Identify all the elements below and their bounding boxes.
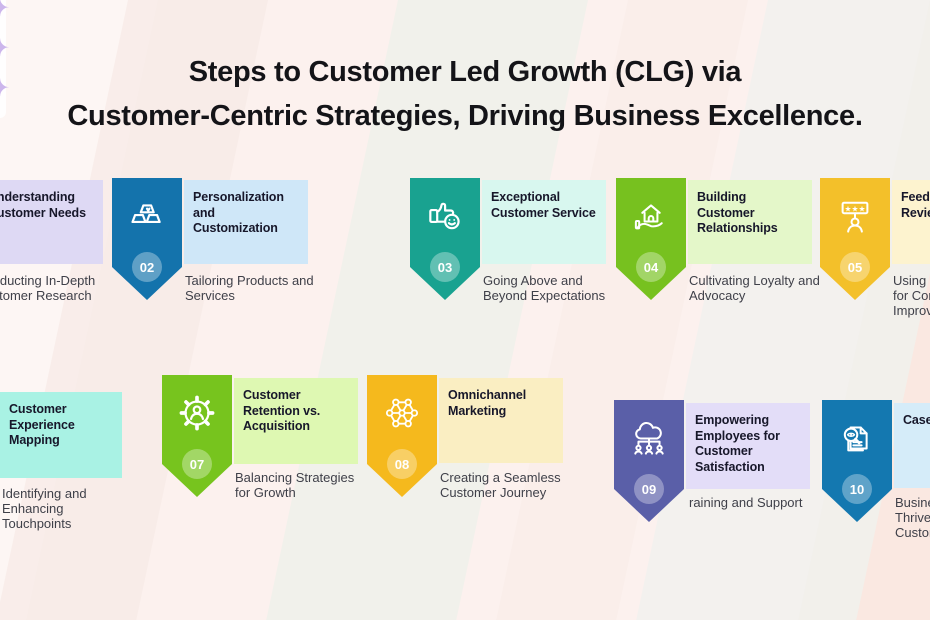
step-title-card: Feedback Reviews [892, 180, 930, 264]
step-title-card: Customer Retention vs. Acquisition [234, 378, 358, 464]
house-hand-icon [629, 194, 673, 238]
step-title-card: Empowering Employees for Customer Satisf… [686, 403, 810, 489]
step-title-card: Case Studies [894, 403, 930, 488]
step-description: Using Customer Input for Continuous Impr… [893, 273, 930, 318]
step-banner-07: 07 [162, 375, 232, 497]
document-search-icon [835, 416, 879, 460]
rating-person-icon: ★★★ [833, 194, 877, 238]
step-number-badge: 04 [636, 252, 666, 282]
step-number-badge: 08 [387, 449, 417, 479]
step-description: Balancing Strategies for Growth [235, 470, 355, 500]
step-number-badge: 07 [182, 449, 212, 479]
step-number-badge: 03 [430, 252, 460, 282]
svg-text:★★★: ★★★ [845, 204, 866, 213]
step-number-badge: 10 [842, 474, 872, 504]
step-description: Going Above and Beyond Expectations [483, 273, 606, 303]
step-description: Cultivating Loyalty and Advocacy [689, 273, 820, 303]
step-title-card: Exceptional Customer Service [482, 180, 606, 264]
step-title-card: Omnichannel Marketing [439, 378, 563, 463]
step-description: Identifying and Enhancing Touchpoints [2, 486, 87, 531]
step-number-badge: 09 [634, 474, 664, 504]
sparkle-icon: ✦ [0, 0, 11, 22]
step-number-badge: 05 [840, 252, 870, 282]
step-title-card: Customer Experience Mapping [0, 392, 122, 478]
step-description: raining and Support [689, 495, 803, 510]
sparkle-icon: ✦ [0, 35, 11, 62]
network-icon [380, 391, 424, 435]
thumbs-up-smiley-icon [423, 194, 467, 238]
gold-bars-icon [125, 194, 169, 238]
step-title-card: Personalization and Customization [184, 180, 308, 264]
step-description: Creating a Seamless Customer Journey [440, 470, 561, 500]
page-title: Steps to Customer Led Growth (CLG) via C… [67, 56, 863, 133]
step-number-badge: 02 [132, 252, 162, 282]
sparkle-icon: ✦ [0, 75, 11, 102]
step-title-card: Understanding Customer Needs [0, 180, 103, 264]
step-title-card: Building Customer Relationships [688, 180, 812, 264]
step-description: Tailoring Products and Services [185, 273, 314, 303]
step-description: Conducting In-Depth Customer Research [0, 273, 96, 303]
step-description: Businesses That Thrived with Customer-Le… [895, 495, 930, 540]
cloud-team-icon [627, 416, 671, 460]
page-edge-decoration [0, 0, 6, 118]
gear-person-icon [175, 391, 219, 435]
